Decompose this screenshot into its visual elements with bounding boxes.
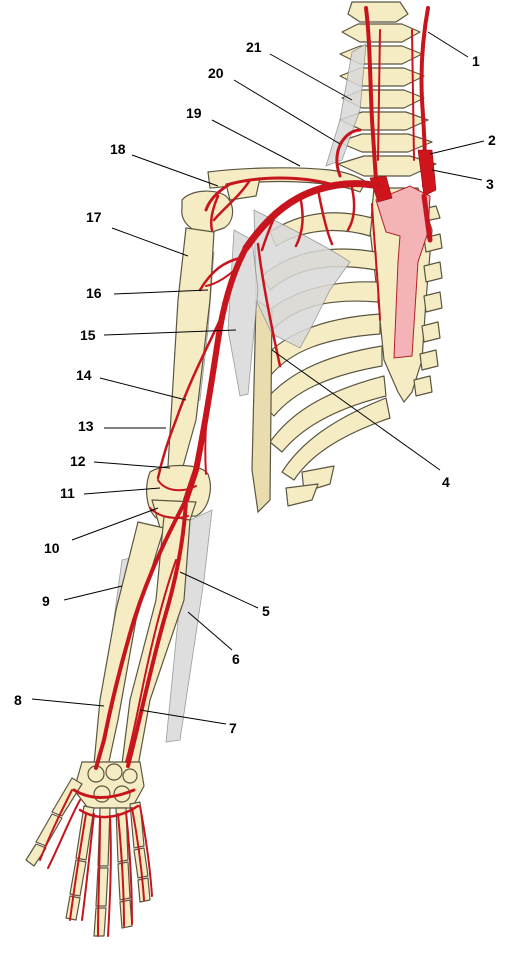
leader-10 [71,507,159,541]
leader-16 [113,289,209,295]
label-2: 2 [488,132,496,148]
leader-9 [63,585,123,601]
leader-8 [31,698,105,707]
label-1: 1 [472,53,480,69]
label-16: 16 [86,285,102,301]
label-10: 10 [44,540,60,556]
leader-14 [99,377,187,401]
leader-3 [431,169,483,181]
label-11: 11 [60,485,75,501]
label-17: 17 [86,209,102,225]
leader-lines [31,31,485,725]
label-8: 8 [14,692,22,708]
leader-2 [429,140,485,155]
leader-21 [269,53,353,101]
label-18: 18 [110,141,126,157]
leader-11 [83,487,161,495]
label-19: 19 [186,105,202,121]
label-9: 9 [42,593,50,609]
labels: 1 2 3 4 5 6 7 8 9 10 11 12 13 14 15 16 1… [14,39,496,736]
label-21: 21 [246,39,262,55]
leader-1 [427,31,469,58]
label-20: 20 [208,65,224,81]
arteries [39,6,437,937]
chest-muscle [253,209,351,349]
leader-17 [111,227,189,257]
neck-muscles [325,43,367,167]
leader-20 [233,79,341,145]
leader-5 [179,571,259,609]
label-3: 3 [486,176,494,192]
leader-4 [271,349,441,471]
label-6: 6 [232,651,240,667]
label-5: 5 [262,603,270,619]
leader-12 [93,461,171,469]
leader-6 [187,611,233,651]
label-4: 4 [442,474,450,490]
label-14: 14 [76,367,92,383]
leader-15 [103,329,237,336]
label-7: 7 [229,720,237,736]
leader-19 [211,119,301,167]
label-15: 15 [80,327,96,343]
label-12: 12 [70,453,86,469]
leader-7 [139,709,227,725]
humerus [146,227,215,529]
label-13: 13 [78,418,94,434]
leader-18 [131,154,219,187]
cervical-spine [337,1,437,177]
